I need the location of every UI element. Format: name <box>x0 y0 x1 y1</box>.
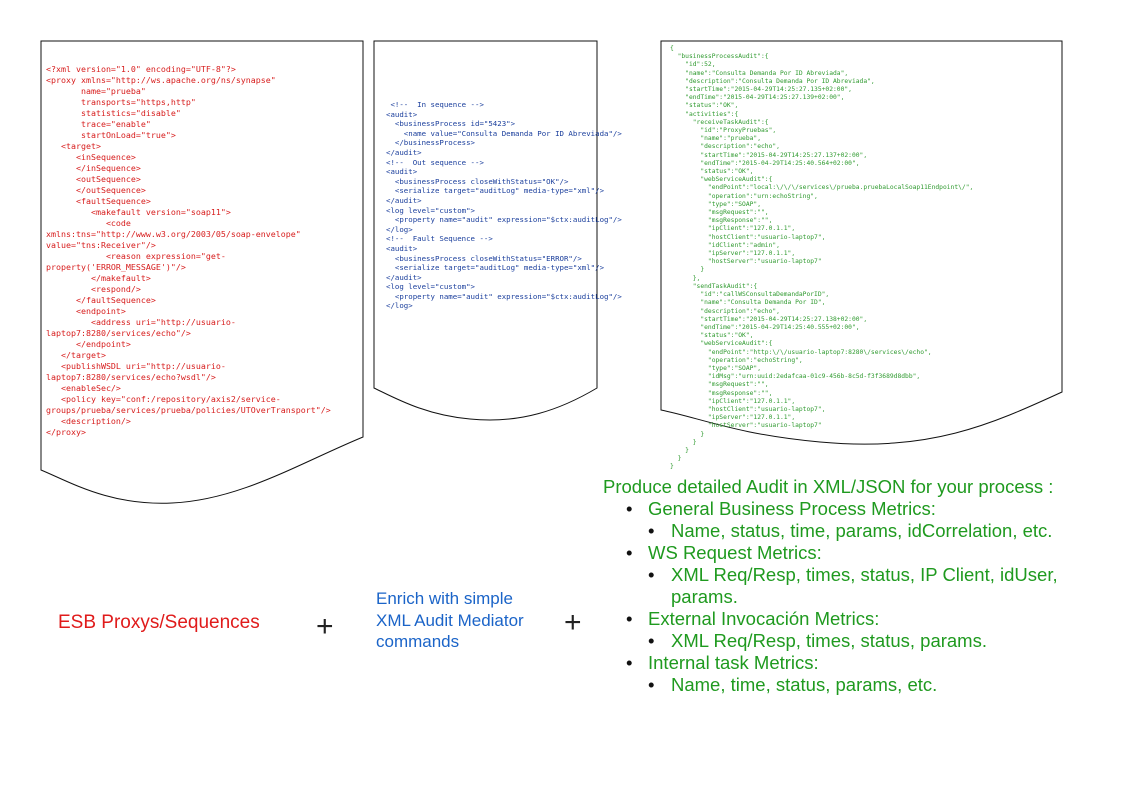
enrich-label: Enrich with simple XML Audit Mediator co… <box>376 588 524 653</box>
metric-item: WS Request Metrics: <box>603 542 1118 564</box>
metric-detail: Name, status, time, params, idCorrelatio… <box>603 520 1118 542</box>
audit-commands-code: <!-- In sequence --> <audit> <businessPr… <box>386 100 622 311</box>
metric-item: General Business Process Metrics: <box>603 498 1118 520</box>
enrich-line-1: Enrich with simple <box>376 589 513 608</box>
enrich-line-3: commands <box>376 632 460 651</box>
audit-json-code: { "businessProcessAudit":{ "id":52, "nam… <box>670 45 974 471</box>
audit-json-document <box>660 40 1063 445</box>
proxy-config-code: <?xml version="1.0" encoding="UTF-8"?> <… <box>46 64 331 437</box>
metric-item: External Invocación Metrics: <box>603 608 1118 630</box>
esb-label: ESB Proxys/Sequences <box>58 612 260 633</box>
metric-detail: Name, time, status, params, etc. <box>603 674 1118 696</box>
enrich-line-2: XML Audit Mediator <box>376 610 524 630</box>
plus-sign-2: + <box>564 606 582 639</box>
audit-commands-document <box>373 40 598 421</box>
proxy-config-document <box>40 40 364 504</box>
metric-detail: XML Req/Resp, times, status, params. <box>603 630 1118 652</box>
audit-description: Produce detailed Audit in XML/JSON for y… <box>603 476 1118 696</box>
metric-detail: XML Req/Resp, times, status, IP Client, … <box>603 564 1118 608</box>
audit-intro: Produce detailed Audit in XML/JSON for y… <box>603 476 1054 497</box>
metric-item: Internal task Metrics: <box>603 652 1118 674</box>
plus-sign-1: + <box>316 610 334 643</box>
